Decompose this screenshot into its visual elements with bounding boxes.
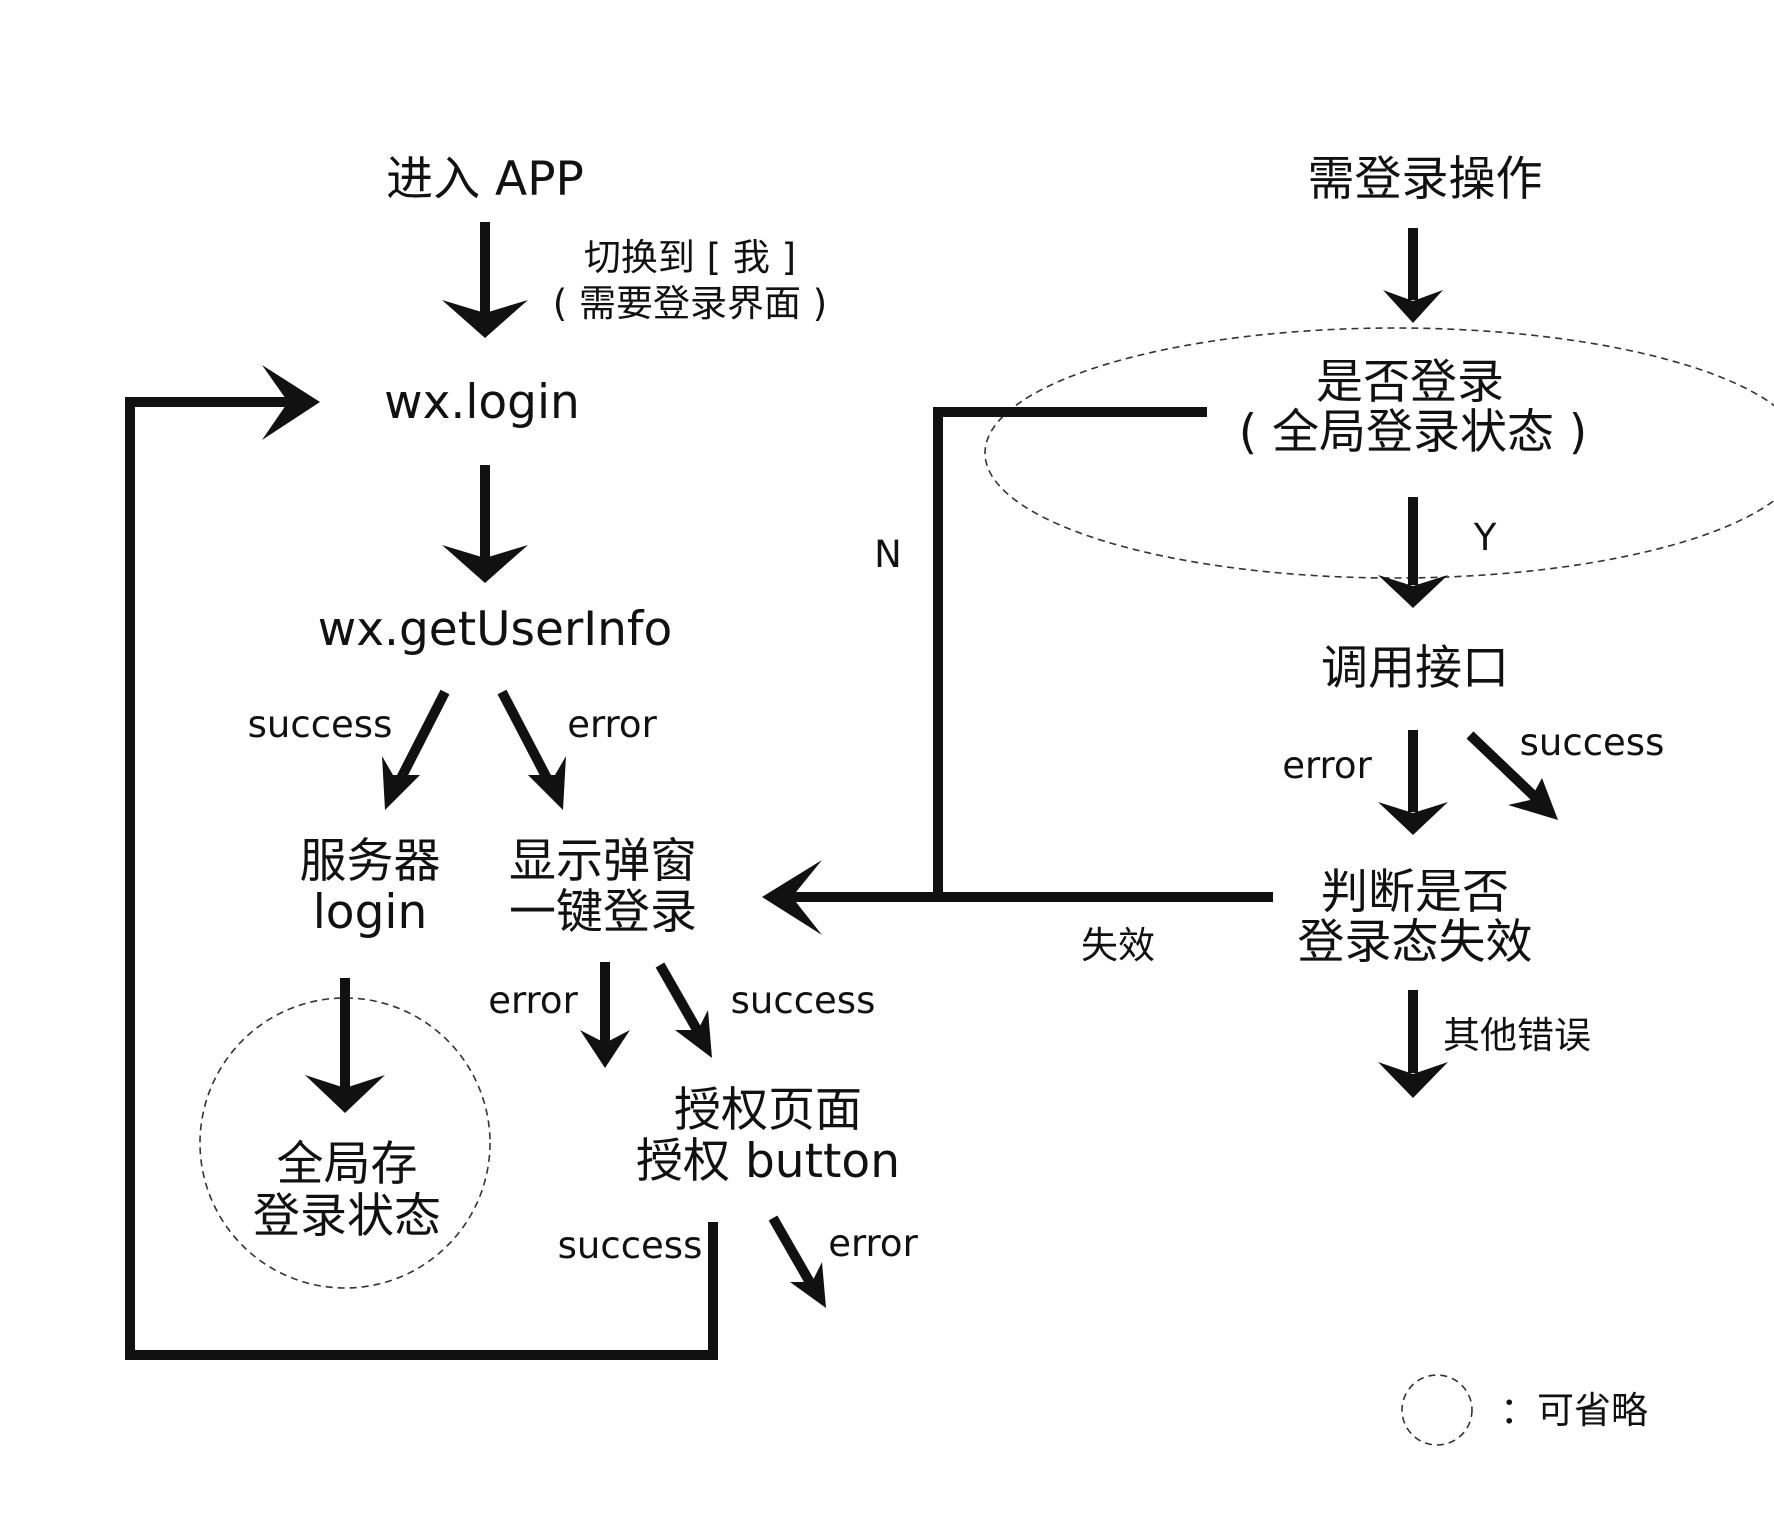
arrow-other-errors — [1378, 990, 1448, 1098]
arrow-api-error — [1378, 730, 1448, 835]
arrow-api-success — [1466, 731, 1558, 820]
loop-auth-success-to-login — [125, 365, 718, 1360]
node-server-login-line2: login — [313, 885, 428, 940]
label-api-error: error — [1282, 744, 1372, 787]
label-api-success: success — [1520, 721, 1665, 764]
legend: ：可省略 — [1401, 1374, 1648, 1446]
label-branch-n: N — [874, 533, 902, 576]
node-wx-login: wx.login — [384, 375, 580, 430]
arrow-login-to-getuserinfo — [442, 465, 528, 583]
arrow-check-to-api — [1378, 497, 1448, 608]
arrow-server-to-store — [305, 978, 385, 1113]
label-auth-success: success — [558, 1224, 703, 1267]
legend-dashed-circle-icon — [1401, 1374, 1473, 1446]
label-branch-y: Y — [1473, 516, 1497, 559]
node-auth-page-line1: 授权页面 — [674, 1083, 862, 1138]
label-getuserinfo-success: success — [248, 703, 393, 746]
node-popup-line2: 一键登录 — [509, 885, 697, 940]
node-wx-getuserinfo: wx.getUserInfo — [318, 602, 672, 657]
node-is-logged-in-line2: ( 全局登录状态 ) — [1239, 405, 1588, 460]
legend-optional-label: ：可省略 — [1500, 1389, 1648, 1432]
node-need-login-op: 需登录操作 — [1308, 152, 1543, 207]
node-store-state-line2: 登录状态 — [253, 1189, 441, 1244]
node-check-expired-line2: 登录态失效 — [1298, 915, 1533, 970]
arrow-need-to-check — [1383, 228, 1443, 323]
node-auth-page-line2: 授权 button — [636, 1134, 900, 1189]
label-getuserinfo-error: error — [567, 703, 657, 746]
arrow-expired-to-popup — [762, 860, 1273, 935]
arrow-enter-to-login — [442, 222, 528, 338]
label-popup-error: error — [488, 979, 578, 1022]
optional-region-store-state — [199, 997, 491, 1289]
arrow-popup-success — [655, 962, 712, 1058]
node-check-expired-line1: 判断是否 — [1321, 865, 1509, 920]
label-popup-success: success — [731, 979, 876, 1022]
label-other-errors: 其他错误 — [1443, 1014, 1591, 1057]
line-n-branch — [933, 407, 1207, 902]
node-server-login-line1: 服务器 — [300, 834, 441, 889]
node-call-api: 调用接口 — [1321, 641, 1509, 696]
node-store-state-line1: 全局存 — [277, 1137, 418, 1192]
arrow-getuserinfo-success — [382, 689, 450, 810]
node-popup-line1: 显示弹窗 — [509, 834, 697, 889]
optional-region-login-check — [984, 327, 1774, 579]
label-switch-tab-line1-real: 切换到 [ 我 ] — [584, 236, 796, 279]
arrow-popup-error — [580, 962, 630, 1068]
node-enter-app: 进入 APP — [386, 152, 584, 207]
arrow-getuserinfo-error — [497, 689, 566, 810]
label-auth-error: error — [828, 1222, 918, 1265]
node-is-logged-in-line1: 是否登录 — [1316, 355, 1504, 410]
label-expired: 失效 — [1081, 924, 1155, 967]
arrow-auth-error — [768, 1215, 826, 1308]
label-switch-tab-line2: ( 需要登录界面 ) — [553, 282, 827, 325]
